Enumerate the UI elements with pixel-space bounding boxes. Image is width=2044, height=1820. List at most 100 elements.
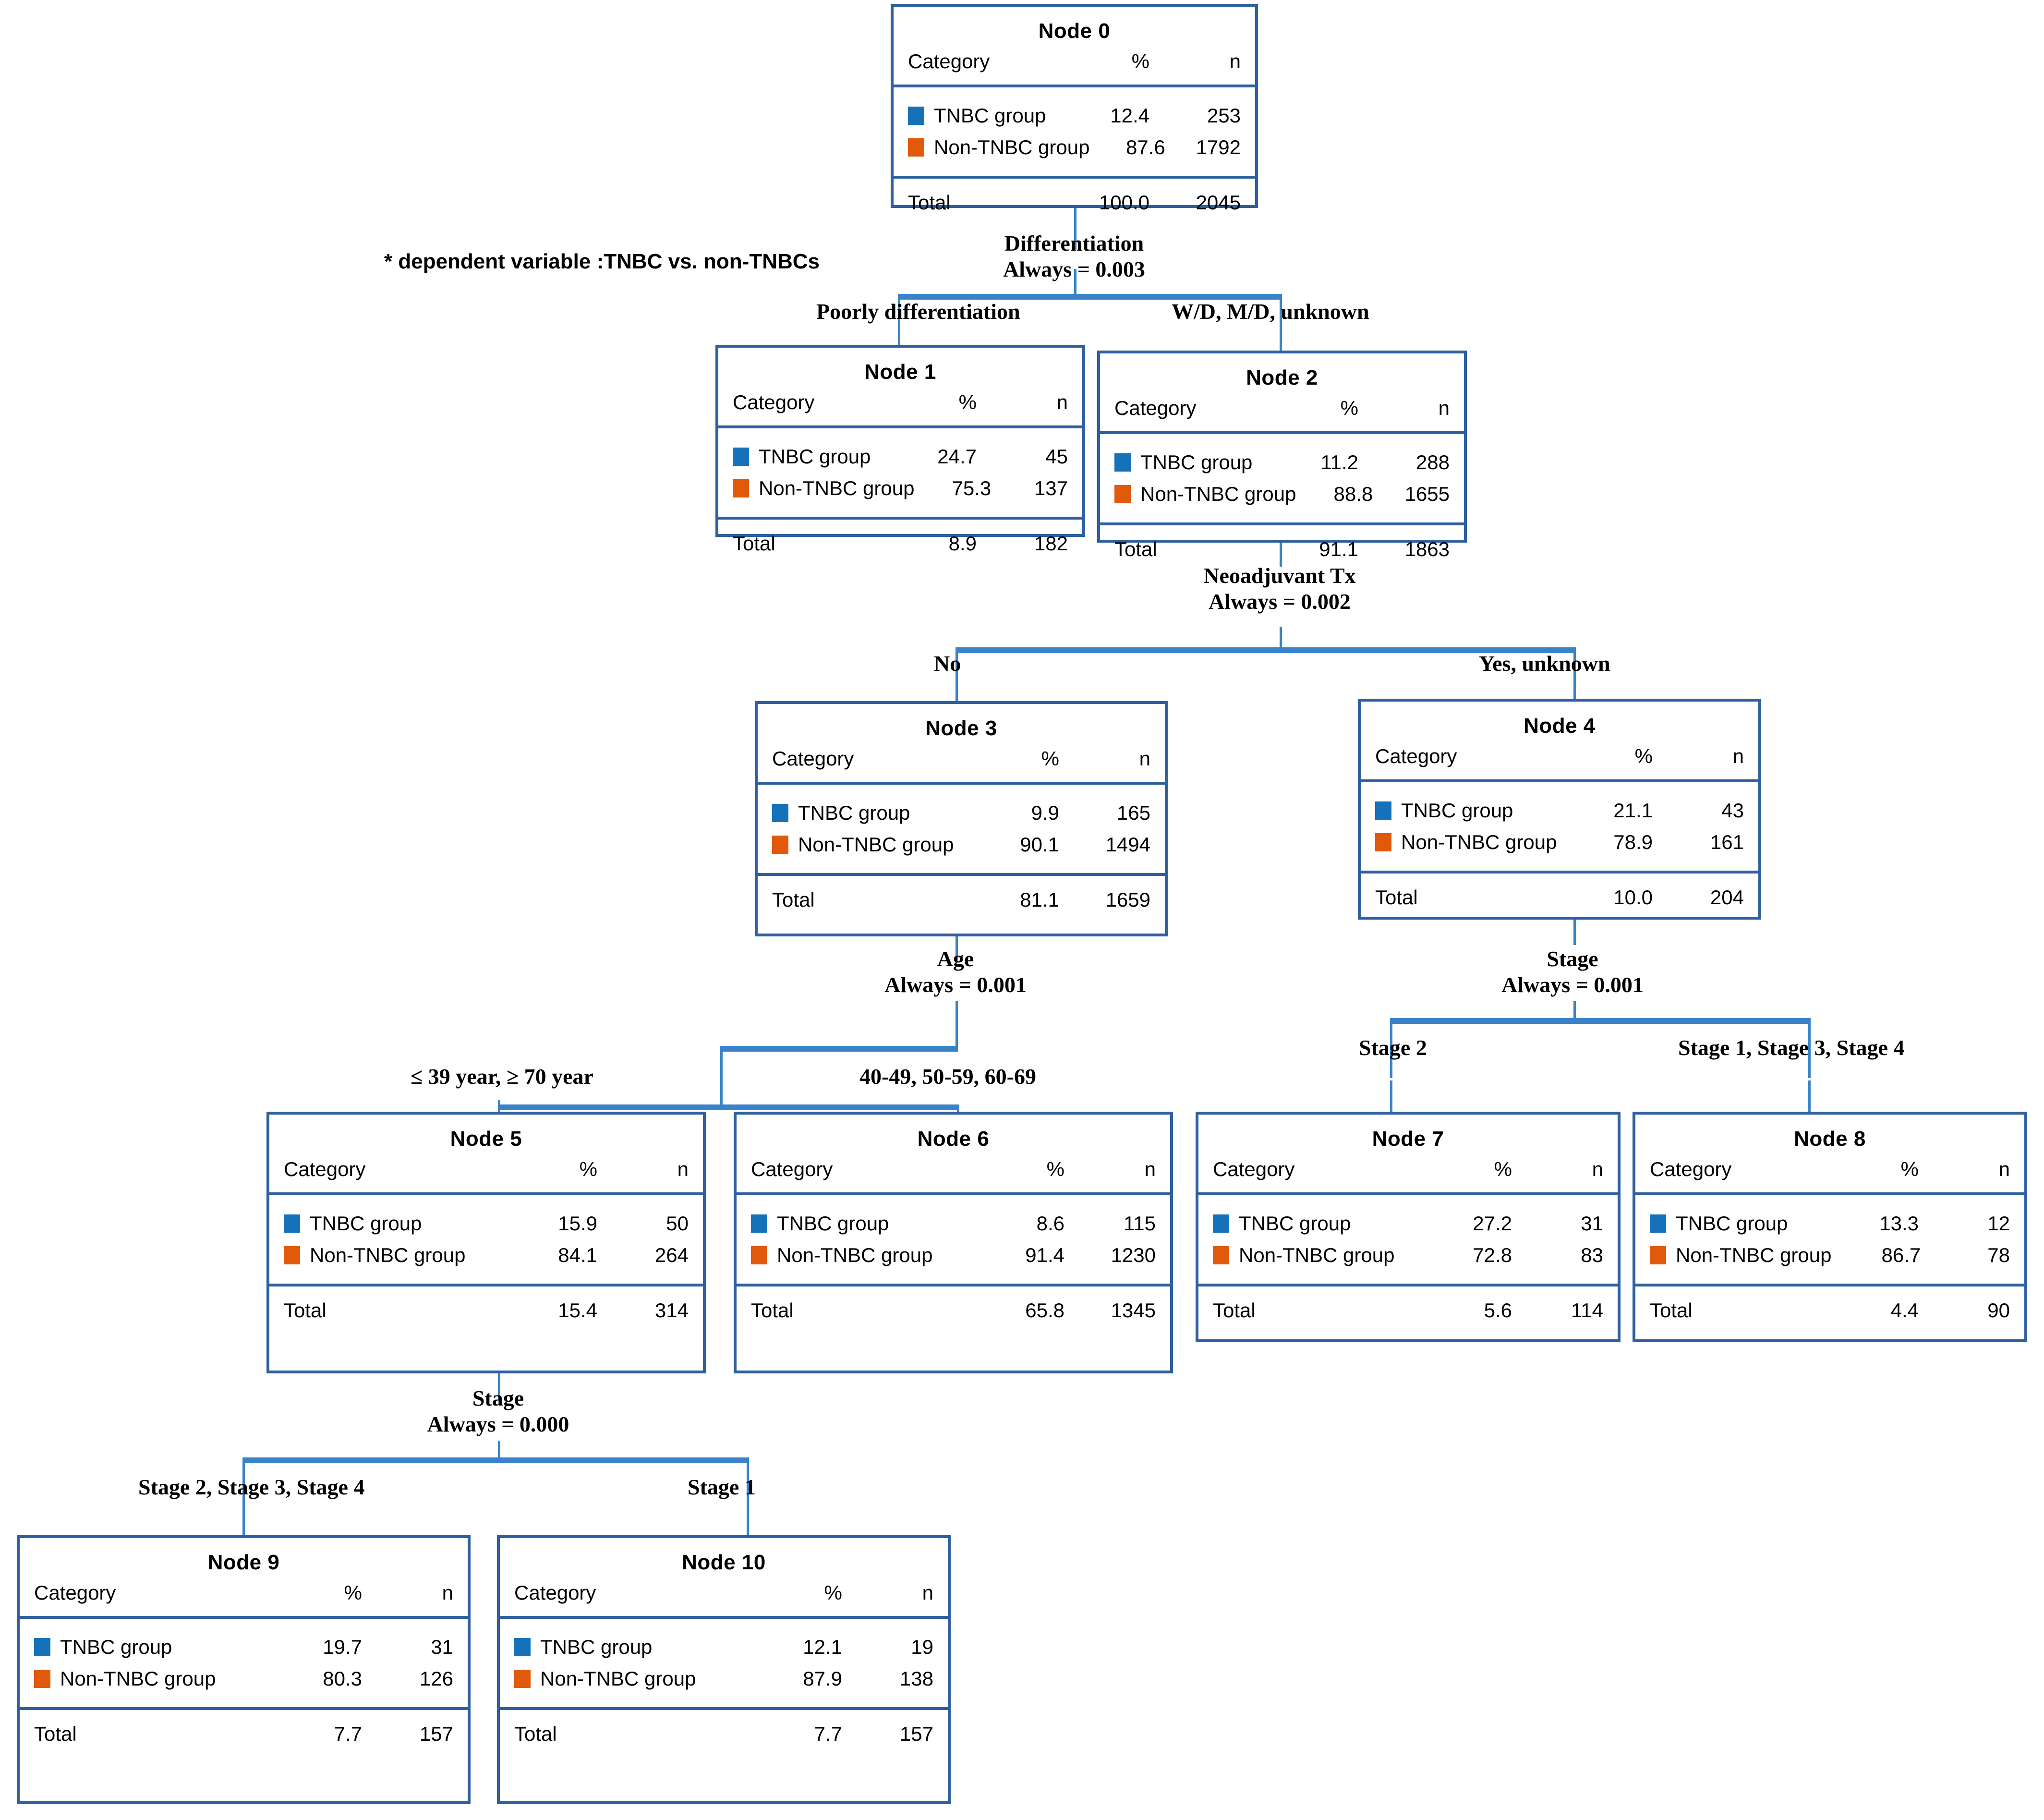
row-percent-tnbc: 27.2 — [1473, 1212, 1512, 1235]
legend-swatch-tnbc-icon — [284, 1214, 300, 1233]
divider-top — [20, 1616, 468, 1619]
column-header-percent: % — [1041, 747, 1059, 770]
row-count-non-tnbc: 264 — [654, 1244, 689, 1266]
total-percent: 4.4 — [1890, 1299, 1919, 1322]
node-column-headers: Category % n — [269, 1151, 703, 1192]
total-percent: 8.9 — [948, 532, 977, 555]
total-label: Total — [1114, 538, 1157, 560]
table-row: TNBC group 27.2 31 — [1213, 1208, 1603, 1239]
row-label-non-tnbc: Non-TNBC group — [60, 1667, 216, 1690]
node-9[interactable]: Node 9 Category % n TNBC group 19.7 31 N… — [17, 1535, 471, 1804]
table-row: TNBC group 21.1 43 — [1375, 795, 1744, 826]
row-count-tnbc: 253 — [1207, 104, 1241, 127]
divider-bottom — [1100, 522, 1464, 525]
row-label-non-tnbc: Non-TNBC group — [1239, 1244, 1395, 1266]
total-label: Total — [733, 532, 775, 555]
column-header-category: Category — [908, 50, 990, 73]
connector-node10-stub — [747, 1501, 749, 1535]
branch-label-stage-1-3-4: Stage 1, Stage 3, Stage 4 — [1678, 1035, 1905, 1060]
total-percent: 65.8 — [1025, 1299, 1064, 1322]
divider-top — [500, 1616, 948, 1619]
column-header-category: Category — [514, 1581, 596, 1604]
connector-node5-stub — [498, 1100, 500, 1116]
row-count-tnbc: 12 — [1987, 1212, 2010, 1235]
node-column-headers: Category % n — [737, 1151, 1170, 1192]
node-10[interactable]: Node 10 Category % n TNBC group 12.1 19 … — [497, 1535, 951, 1804]
column-header-percent: % — [824, 1581, 842, 1604]
row-label-tnbc: TNBC group — [310, 1212, 422, 1235]
node-title: Node 9 — [207, 1551, 280, 1574]
node-rows: TNBC group 11.2 288 Non-TNBC group 88.8 … — [1100, 434, 1464, 522]
column-header-percent: % — [344, 1581, 362, 1604]
table-row: TNBC group 13.3 12 — [1650, 1208, 2010, 1239]
divider-bottom — [737, 1284, 1170, 1286]
node-rows: TNBC group 15.9 50 Non-TNBC group 84.1 2… — [269, 1195, 703, 1284]
total-count: 114 — [1571, 1299, 1603, 1322]
row-percent-tnbc: 13.3 — [1879, 1212, 1919, 1235]
row-label-non-tnbc: Non-TNBC group — [759, 477, 915, 499]
footnote-dependent-variable: * dependent variable :TNBC vs. non-TNBCs — [384, 250, 820, 273]
node-total-row: Total 65.8 1345 — [737, 1286, 1170, 1336]
column-header-percent: % — [1131, 50, 1149, 73]
node-column-headers: Category % n — [1635, 1151, 2024, 1192]
total-count: 157 — [899, 1723, 933, 1745]
row-percent-non-tnbc: 72.8 — [1473, 1244, 1512, 1266]
legend-swatch-tnbc-icon — [772, 804, 788, 822]
node-column-headers: Category % n — [20, 1575, 468, 1616]
node-total-row: Total 15.4 314 — [269, 1286, 703, 1336]
divider-top — [894, 85, 1255, 87]
table-row: Non-TNBC group 91.4 1230 — [751, 1239, 1156, 1271]
node-2[interactable]: Node 2 Category % n TNBC group 11.2 288 … — [1097, 351, 1467, 560]
divider-bottom — [269, 1284, 703, 1286]
node-6[interactable]: Node 6 Category % n TNBC group 8.6 115 N… — [734, 1112, 1173, 1373]
split-variable: Differentiation — [1004, 231, 1144, 255]
divider-top — [1100, 431, 1464, 434]
connector-node2-down — [1280, 533, 1282, 567]
connector-branch-yes-down — [1573, 683, 1576, 704]
node-4[interactable]: Node 4 Category % n TNBC group 21.1 43 N… — [1358, 699, 1761, 920]
node-1[interactable]: Node 1 Category % n TNBC group 24.7 45 N… — [715, 345, 1085, 555]
node-8[interactable]: Node 8 Category % n TNBC group 13.3 12 N… — [1633, 1112, 2027, 1342]
connector-split3-step — [720, 1046, 723, 1108]
node-rows: TNBC group 8.6 115 Non-TNBC group 91.4 1… — [737, 1195, 1170, 1284]
table-row: Non-TNBC group 84.1 264 — [284, 1239, 689, 1271]
node-7[interactable]: Node 7 Category % n TNBC group 27.2 31 N… — [1196, 1112, 1621, 1342]
node-5[interactable]: Node 5 Category % n TNBC group 15.9 50 N… — [266, 1112, 706, 1373]
node-title: Node 8 — [1794, 1127, 1866, 1151]
row-count-non-tnbc: 1230 — [1111, 1244, 1156, 1266]
row-label-tnbc: TNBC group — [1676, 1212, 1788, 1235]
node-title: Node 7 — [1372, 1127, 1444, 1151]
node-rows: TNBC group 19.7 31 Non-TNBC group 80.3 1… — [20, 1619, 468, 1707]
node-0[interactable]: Node 0 Category % n TNBC group 12.4 253 … — [891, 4, 1258, 214]
legend-swatch-tnbc-icon — [1213, 1214, 1229, 1233]
table-row: TNBC group 11.2 288 — [1114, 447, 1450, 478]
column-header-count: n — [1732, 745, 1744, 767]
column-header-count: n — [1229, 50, 1241, 73]
node-3[interactable]: Node 3 Category % n TNBC group 9.9 165 N… — [755, 701, 1168, 936]
table-row: TNBC group 12.4 253 — [908, 100, 1241, 132]
node-column-headers: Category % n — [500, 1575, 948, 1616]
split-label-stage-node4: Stage Always = 0.001 — [1462, 946, 1683, 998]
table-row: Non-TNBC group 78.9 161 — [1375, 826, 1744, 858]
column-header-percent: % — [579, 1158, 597, 1180]
divider-bottom — [718, 517, 1082, 520]
row-label-tnbc: TNBC group — [934, 104, 1046, 127]
branch-label-stage-1: Stage 1 — [688, 1475, 756, 1499]
row-count-tnbc: 45 — [1045, 445, 1068, 468]
row-count-non-tnbc: 138 — [899, 1667, 933, 1690]
row-label-tnbc: TNBC group — [798, 801, 910, 824]
divider-bottom — [758, 873, 1165, 876]
column-header-category: Category — [772, 747, 854, 770]
row-label-non-tnbc: Non-TNBC group — [1676, 1244, 1832, 1266]
divider-bottom — [1361, 871, 1758, 874]
legend-swatch-non-tnbc-icon — [1650, 1246, 1666, 1264]
row-label-non-tnbc: Non-TNBC group — [1401, 831, 1557, 853]
row-count-tnbc: 115 — [1124, 1212, 1156, 1235]
connector-branch-no-down — [955, 683, 958, 704]
row-label-tnbc: TNBC group — [1239, 1212, 1351, 1235]
node-total-row: Total 100.0 2045 — [894, 179, 1255, 229]
connector-split5-bar — [242, 1457, 749, 1463]
row-count-non-tnbc: 1655 — [1404, 483, 1450, 505]
connector-split5-down — [498, 1441, 500, 1459]
